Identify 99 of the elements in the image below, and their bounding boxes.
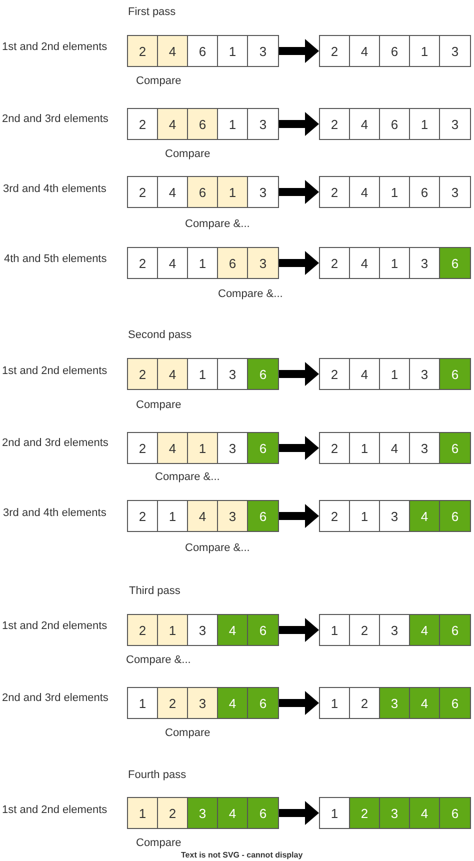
arrow <box>279 801 319 825</box>
array-cell: 6 <box>248 433 278 463</box>
step-label: 2nd and 3rd elements <box>2 113 108 125</box>
array-cell: 6 <box>248 501 278 531</box>
array-strip <box>127 247 279 279</box>
array-cell: 6 <box>440 359 470 389</box>
arrow <box>279 362 319 386</box>
step-label: 1st and 2nd elements <box>2 365 108 377</box>
array-strip <box>319 358 471 390</box>
step-label: 3rd and 4th elements <box>3 183 106 195</box>
array-strip <box>127 35 279 67</box>
arrow <box>279 251 319 275</box>
array-cell: 4 <box>158 433 188 463</box>
arrow <box>279 436 319 460</box>
render-note: Text is not SVG - cannot display <box>181 850 303 860</box>
step-label: 1st and 2nd elements <box>2 620 108 632</box>
array-cell: 4 <box>218 688 248 718</box>
step-label: 3rd and 4th elements <box>3 507 106 519</box>
arrow <box>279 39 319 63</box>
compare-note: Compare &... <box>185 218 250 230</box>
array-cell: 6 <box>440 798 470 828</box>
array-cell: 6 <box>248 359 278 389</box>
step-label: 1st and 2nd elements <box>2 41 108 53</box>
array-cell: 3 <box>380 798 410 828</box>
array-cell: 3 <box>380 688 410 718</box>
compare-note: Compare &... <box>218 288 283 300</box>
compare-note: Compare &... <box>126 654 191 666</box>
compare-note: Compare <box>136 399 182 411</box>
array-cell: 3 <box>188 798 218 828</box>
array-strip <box>127 432 279 464</box>
array-cell: 6 <box>248 615 278 645</box>
step-label: 1st and 2nd elements <box>2 804 108 816</box>
array-cell: 4 <box>188 501 218 531</box>
array-cell: 4 <box>410 501 440 531</box>
array-cell: 4 <box>158 36 188 66</box>
array-strip <box>319 35 471 67</box>
array-strip <box>127 358 279 390</box>
arrow <box>279 112 319 136</box>
arrow <box>279 691 319 715</box>
array-cell: 1 <box>158 615 188 645</box>
step-label: 2nd and 3rd elements <box>2 692 108 704</box>
step-label: 2nd and 3rd elements <box>2 437 108 449</box>
arrow <box>279 180 319 204</box>
array-cell: 6 <box>248 798 278 828</box>
array-cell: 4 <box>410 688 440 718</box>
array-cell: 6 <box>188 177 218 207</box>
compare-note: Compare <box>165 727 210 739</box>
array-strip <box>127 687 279 719</box>
pass-heading: Fourth pass <box>128 769 186 781</box>
array-cell: 6 <box>248 688 278 718</box>
array-cell: 1 <box>218 177 248 207</box>
array-strip <box>319 432 471 464</box>
pass-heading: First pass <box>128 6 176 18</box>
array-strip <box>319 614 471 646</box>
arrow <box>279 504 319 528</box>
array-cell: 1 <box>188 433 218 463</box>
array-cell: 6 <box>188 109 218 139</box>
array-cell: 4 <box>218 798 248 828</box>
array-cell: 6 <box>440 615 470 645</box>
array-cell: 4 <box>158 109 188 139</box>
array-cell: 3 <box>188 688 218 718</box>
array-strip <box>127 108 279 140</box>
array-cell: 2 <box>158 688 188 718</box>
array-cell: 6 <box>440 501 470 531</box>
compare-note: Compare <box>136 75 182 87</box>
array-cell: 3 <box>248 248 278 278</box>
pass-heading: Second pass <box>128 329 192 341</box>
array-strip <box>127 176 279 208</box>
step-label: 4th and 5th elements <box>4 253 107 265</box>
array-strip <box>319 500 471 532</box>
array-cell: 2 <box>128 36 158 66</box>
compare-note: Compare <box>165 148 210 160</box>
compare-note: Compare &... <box>155 471 220 483</box>
array-cell: 4 <box>218 615 248 645</box>
array-cell: 6 <box>218 248 248 278</box>
array-cell: 2 <box>128 615 158 645</box>
array-cell: 6 <box>440 248 470 278</box>
array-cell: 2 <box>350 798 380 828</box>
pass-heading: Third pass <box>129 585 180 597</box>
array-strip <box>319 247 471 279</box>
array-cell: 4 <box>410 798 440 828</box>
array-strip <box>319 108 471 140</box>
array-strip <box>319 176 471 208</box>
array-cell: 1 <box>128 798 158 828</box>
array-strip <box>319 687 471 719</box>
compare-note: Compare &... <box>185 542 250 554</box>
array-cell: 6 <box>440 433 470 463</box>
compare-note: Compare <box>136 837 182 849</box>
array-strip <box>319 797 471 829</box>
array-strip <box>127 614 279 646</box>
arrow <box>279 618 319 642</box>
array-cell: 4 <box>158 359 188 389</box>
array-strip <box>127 500 279 532</box>
array-strip <box>127 797 279 829</box>
array-cell: 2 <box>158 798 188 828</box>
array-cell: 4 <box>410 615 440 645</box>
array-cell: 2 <box>128 359 158 389</box>
array-cell: 3 <box>218 501 248 531</box>
array-cell: 6 <box>440 688 470 718</box>
